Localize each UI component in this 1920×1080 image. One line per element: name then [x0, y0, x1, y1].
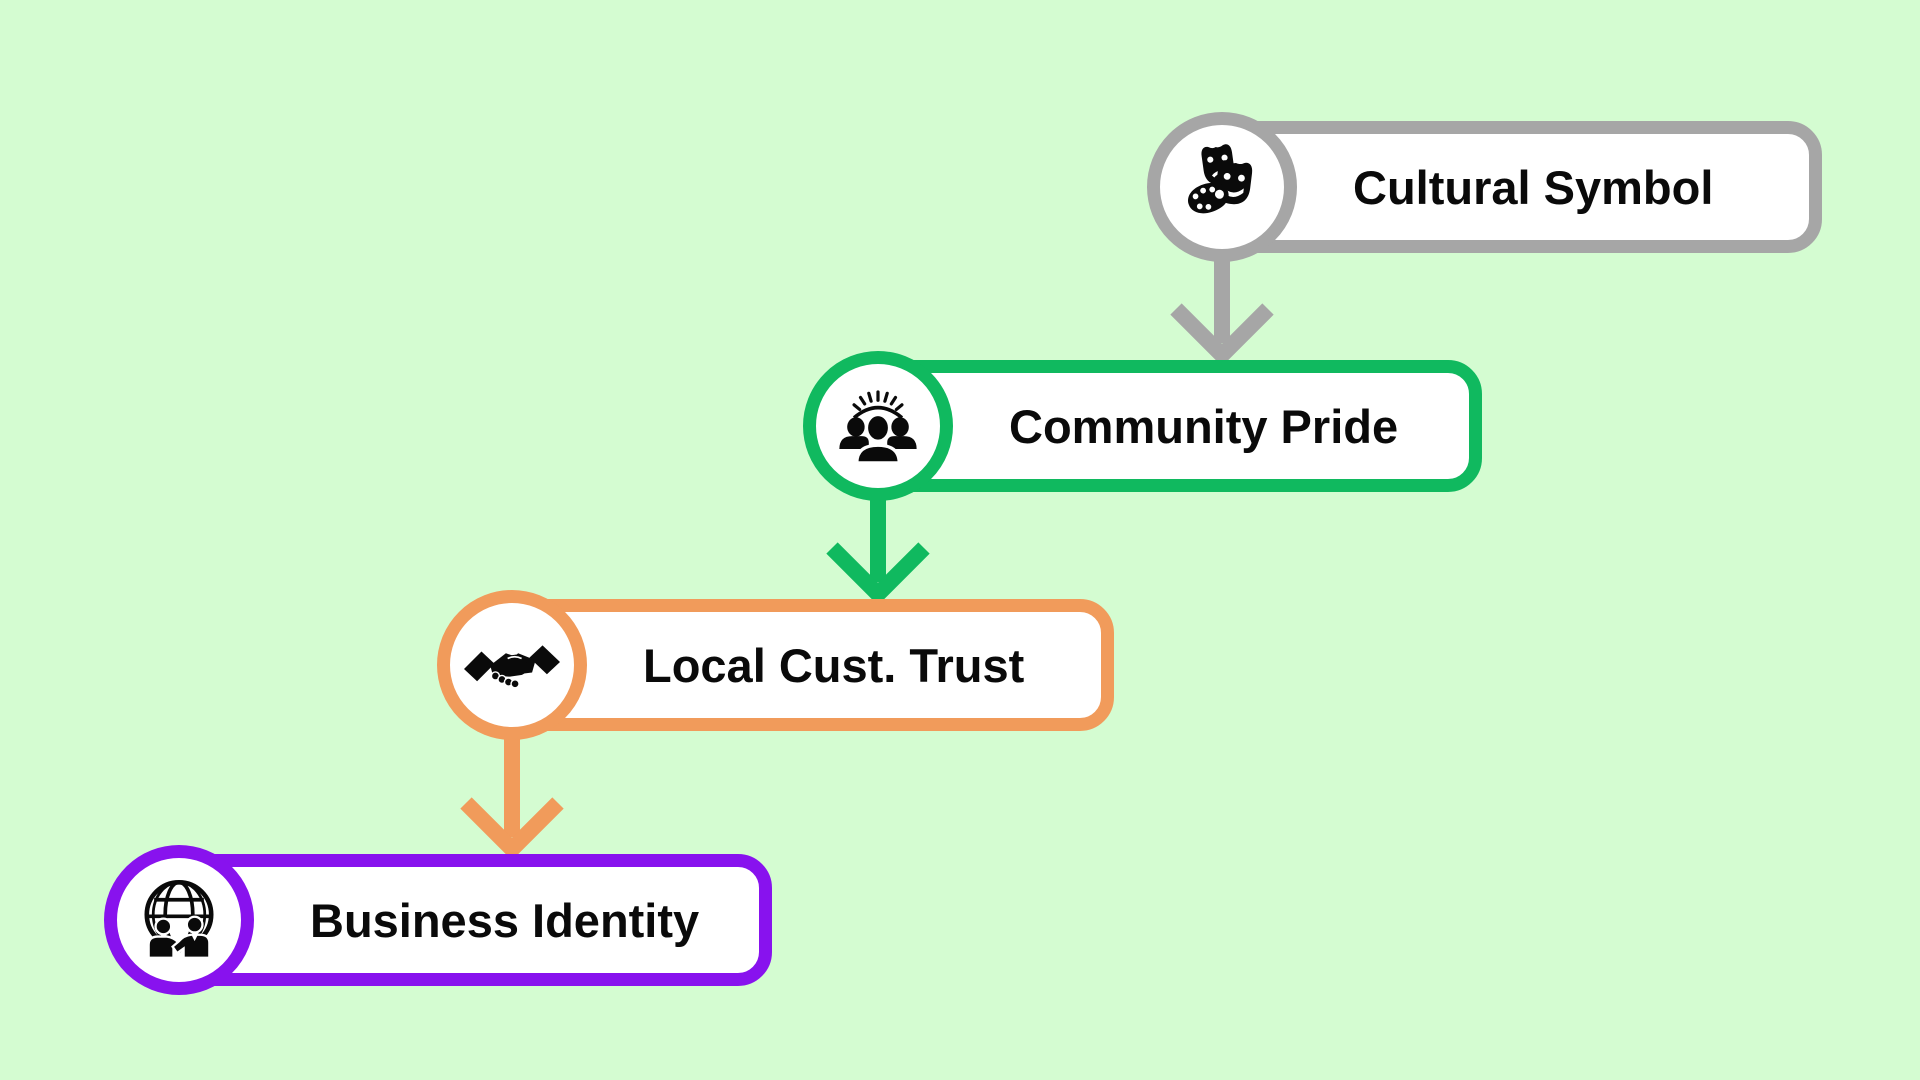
handshake-icon [464, 634, 560, 697]
node-icon-circle [803, 351, 953, 501]
node-pill: Business Identity [167, 854, 772, 986]
node-icon-circle [104, 845, 254, 995]
arrow-cultural-to-community [1170, 255, 1274, 361]
global-business-icon [133, 874, 225, 966]
node-icon-circle [437, 590, 587, 740]
node-pill: Community Pride [866, 360, 1482, 492]
node-label: Local Cust. Trust [643, 638, 1025, 692]
community-people-icon [832, 380, 924, 472]
node-label: Business Identity [310, 893, 700, 947]
node-label: Cultural Symbol [1353, 160, 1714, 214]
arrow-trust-to-identity [460, 733, 564, 855]
node-pill: Cultural Symbol [1210, 121, 1822, 253]
arrow-chevron-head [460, 797, 564, 855]
arrow-chevron-head [826, 542, 930, 600]
arrow-community-to-trust [826, 494, 930, 600]
arrow-chevron-head [1170, 303, 1274, 361]
node-icon-circle [1147, 112, 1297, 262]
node-pill: Local Cust. Trust [500, 599, 1114, 731]
node-label: Community Pride [1009, 399, 1399, 453]
performing-arts-icon [1177, 142, 1267, 232]
